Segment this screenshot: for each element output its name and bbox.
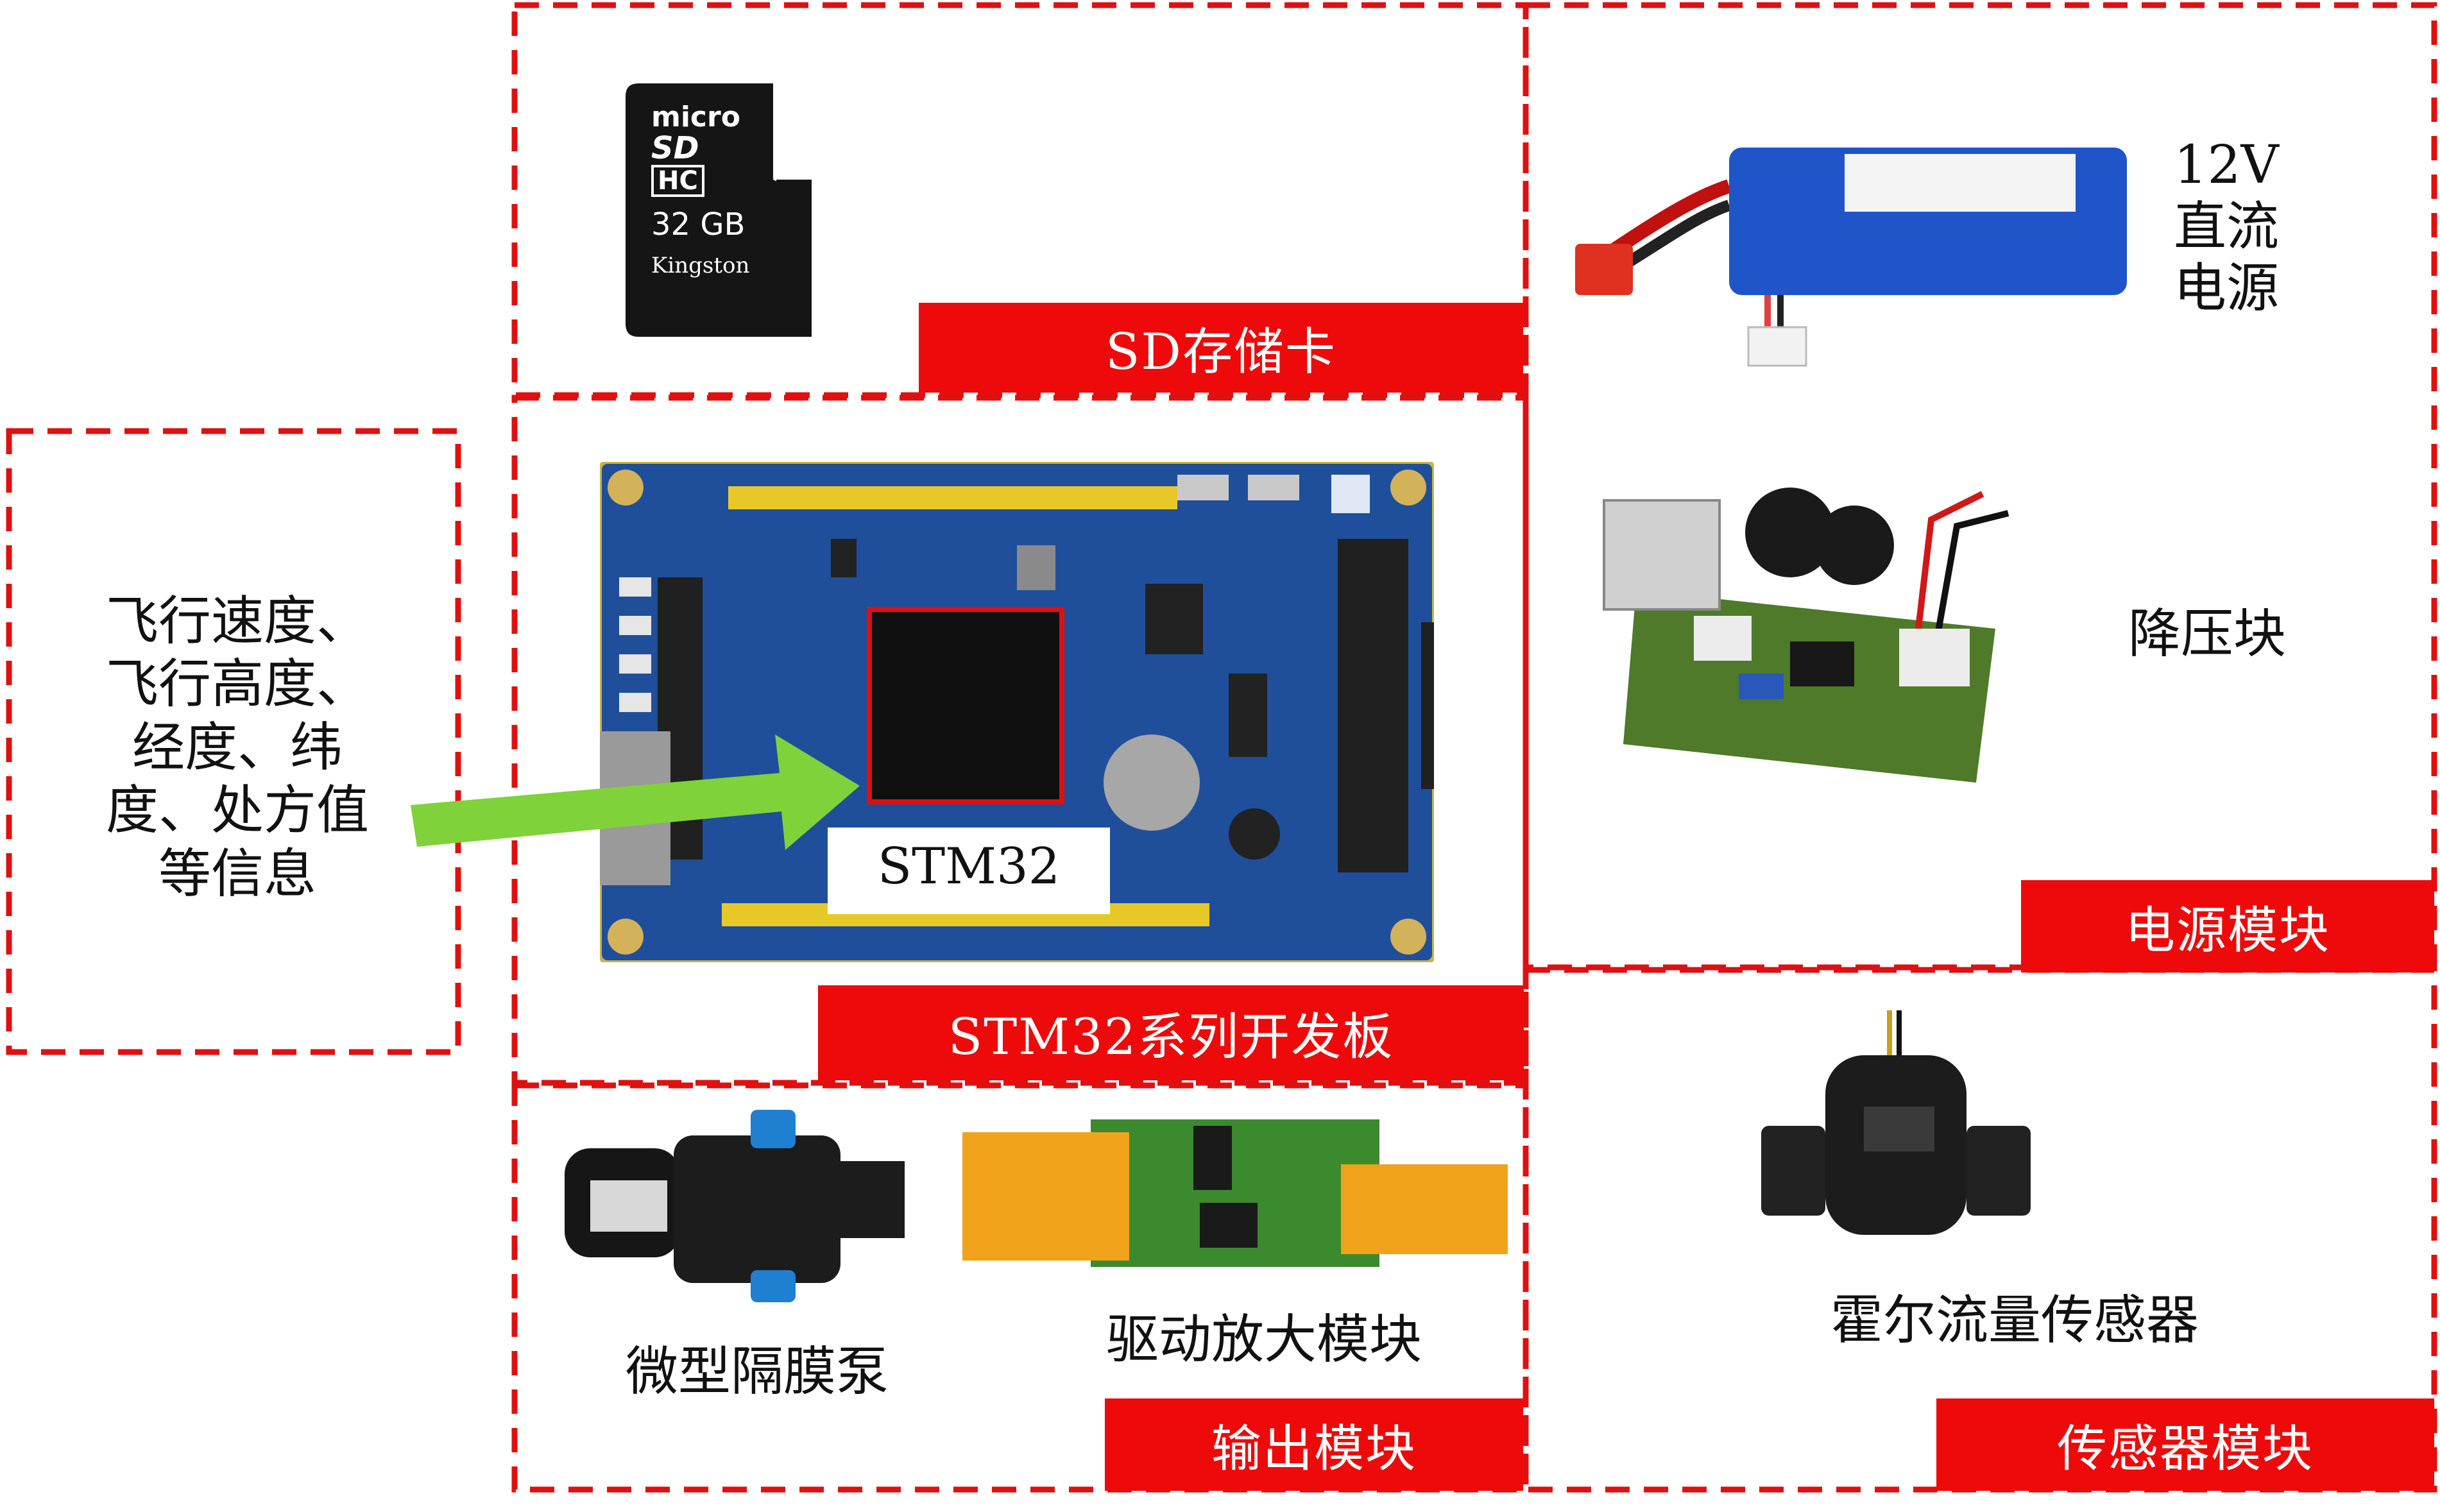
- driver-module-image: [962, 1113, 1508, 1273]
- info-line: 度、处方值: [105, 780, 369, 842]
- buck-converter-image: [1598, 475, 2040, 795]
- battery-line: 电源: [2173, 257, 2279, 319]
- battery-image: [1575, 135, 2140, 378]
- info-line: 等信息: [158, 843, 316, 905]
- info-panel-text: 飞行速度、 飞行高度、 经度、纬 度、处方值 等信息: [58, 590, 417, 906]
- sensor-label: 传感器模块: [1936, 1398, 2434, 1491]
- battery-line: 12V: [2174, 135, 2279, 196]
- sd-card-logo: micro SD HC 32 GB Kingston: [651, 101, 773, 278]
- sd-micro-text: micro: [651, 101, 740, 133]
- sd-capacity-text: 32 GB: [651, 206, 746, 242]
- stm32-board-image: [598, 460, 1436, 964]
- flow-sensor-image: [1761, 1010, 2031, 1235]
- diaphragm-pump-image: [552, 1110, 917, 1302]
- power-label: 电源模块: [2021, 880, 2434, 973]
- info-line: 飞行高度、: [105, 654, 369, 715]
- output-label: 输出模块: [1105, 1398, 1523, 1491]
- flow-sensor-text: 霍尔流量传感器: [1830, 1290, 2199, 1351]
- storage-label: SD存储卡: [919, 303, 1523, 393]
- driver-module-text: 驱动放大模块: [1105, 1309, 1422, 1370]
- sensor-frame: [1523, 967, 2437, 1493]
- output-frame: [511, 1082, 1529, 1493]
- sd-card-image: micro SD HC 32 GB Kingston: [626, 83, 818, 337]
- stm32-chip-label: STM32: [877, 838, 1061, 896]
- mcu-label: STM32系列开发板: [818, 985, 1524, 1080]
- pump-text: 微型隔膜泵: [625, 1341, 889, 1402]
- battery-text: 12V 直流 电源: [2137, 135, 2316, 319]
- sd-sd-text: SD: [651, 130, 699, 167]
- battery-line: 直流: [2173, 196, 2279, 257]
- power-frame: [1523, 2, 2437, 971]
- sd-brand-text: Kingston: [651, 252, 750, 278]
- info-frame: [6, 428, 461, 1055]
- info-line: 飞行速度、: [105, 591, 369, 652]
- buck-converter-text: 降压块: [2128, 604, 2286, 665]
- info-line: 经度、纬: [132, 717, 343, 778]
- stm32-chip-label-box: [828, 828, 1110, 914]
- sd-hc-text: HC: [651, 164, 704, 197]
